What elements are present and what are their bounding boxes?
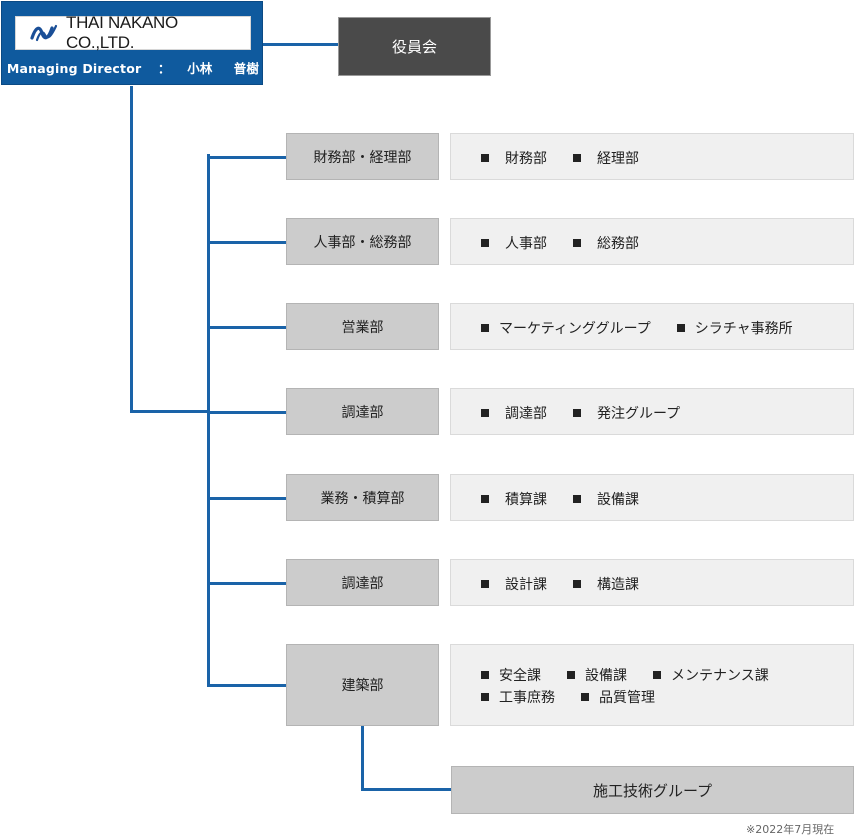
connector-branch: [207, 684, 286, 687]
sub-unit-item: 財務部: [481, 148, 547, 168]
sub-unit-item: 総務部: [573, 233, 639, 253]
board-label: 役員会: [391, 38, 437, 56]
sub-unit-panel: 安全課 設備課 メンテナンス課工事庶務 品質管理: [450, 644, 854, 726]
connector-branch: [207, 497, 286, 500]
connector-company-trunk: [130, 410, 210, 413]
bullet-square-icon: [481, 324, 489, 332]
sub-unit-label: 積算課: [505, 492, 547, 508]
sub-unit-label: メンテナンス課: [671, 668, 769, 684]
sub-unit-item: 設備課: [573, 489, 639, 509]
sub-unit-item: 調達部: [481, 403, 547, 423]
director-title: Managing Director: [6, 61, 142, 76]
bullet-square-icon: [676, 324, 685, 332]
department-box: 財務部・経理部: [286, 133, 439, 180]
board-of-directors-box: 役員会: [338, 17, 491, 76]
department-box: 調達部: [286, 388, 439, 435]
sub-unit-label: 設備課: [597, 492, 639, 508]
bullet-square-icon: [481, 154, 489, 162]
sub-unit-item: メンテナンス課: [653, 665, 769, 685]
department-label: 人事部・総務部: [313, 234, 412, 251]
connector-branch: [207, 241, 286, 244]
sub-unit-panel: 財務部 経理部: [450, 133, 854, 180]
sub-unit-label: 品質管理: [599, 690, 655, 706]
sub-unit-item: 積算課: [481, 489, 547, 509]
sub-unit-item: 発注グループ: [573, 403, 680, 423]
sub-unit-label: 発注グループ: [597, 406, 681, 422]
sub-unit-label: 構造課: [597, 577, 639, 593]
sub-unit-panel: 積算課 設備課: [450, 474, 854, 521]
bullet-square-icon: [573, 239, 581, 247]
bullet-square-icon: [581, 693, 589, 701]
sub-unit-panel: マーケティンググループ シラチャ事務所: [450, 303, 854, 350]
managing-director-line: Managing Director ： 小林 普樹: [2, 58, 264, 77]
director-given-name: 普樹: [233, 61, 260, 76]
bullet-square-icon: [481, 239, 489, 247]
sub-unit-item: シラチャ事務所: [676, 318, 793, 338]
director-separator: ：: [157, 61, 171, 76]
department-box: 営業部: [286, 303, 439, 350]
department-box: 業務・積算部: [286, 474, 439, 521]
bullet-square-icon: [481, 409, 489, 417]
bullet-square-icon: [573, 580, 581, 588]
department-box: 調達部: [286, 559, 439, 606]
sub-unit-item: 構造課: [573, 574, 639, 594]
company-name: THAI NAKANO CO.,LTD.: [66, 13, 178, 52]
bullet-square-icon: [573, 409, 581, 417]
department-box: 建築部: [286, 644, 439, 726]
bullet-square-icon: [481, 671, 489, 679]
sub-unit-label: 設計課: [505, 577, 547, 593]
sub-unit-item: 設計課: [481, 574, 547, 594]
sub-unit-item: 工事庶務: [481, 687, 555, 707]
sub-unit-label: 安全課: [499, 668, 541, 684]
sub-unit-label: 人事部: [505, 236, 547, 252]
company-card: THAI NAKANO CO.,LTD. Managing Director ：…: [1, 1, 263, 85]
sub-unit-item: 安全課: [481, 665, 541, 685]
company-logo: THAI NAKANO CO.,LTD.: [15, 13, 251, 52]
director-family-name: 小林: [187, 61, 213, 76]
bullet-square-icon: [481, 580, 489, 588]
construction-technology-group-box: 施工技術グループ: [451, 766, 854, 814]
sub-unit-label: 設備課: [585, 668, 627, 684]
department-label: 財務部・経理部: [313, 149, 412, 166]
sub-unit-item: 経理部: [573, 148, 639, 168]
connector-construction-group: [361, 788, 451, 791]
sub-unit-label: 経理部: [597, 151, 639, 167]
sub-unit-panel: 設計課 構造課: [450, 559, 854, 606]
bullet-square-icon: [481, 495, 489, 503]
bullet-square-icon: [653, 671, 661, 679]
connector-company-board: [263, 43, 338, 46]
sub-unit-panel: 調達部 発注グループ: [450, 388, 854, 435]
department-label: 調達部: [341, 575, 384, 592]
sub-unit-label: シラチャ事務所: [694, 321, 793, 337]
sub-unit-item: 人事部: [481, 233, 547, 253]
bullet-square-icon: [567, 671, 575, 679]
department-label: 業務・積算部: [320, 490, 405, 507]
sub-unit-item: 設備課: [567, 665, 627, 685]
sub-unit-label: 工事庶務: [499, 690, 555, 706]
bullet-square-icon: [573, 495, 581, 503]
connector-branch: [207, 411, 286, 414]
bullet-square-icon: [481, 693, 489, 701]
connector-branch: [207, 326, 286, 329]
bullet-square-icon: [573, 154, 581, 162]
connector-company-down: [130, 86, 133, 413]
sub-unit-panel: 人事部 総務部: [450, 218, 854, 265]
footnote-date: ※2022年7月現在: [746, 823, 835, 836]
connector-branch: [207, 156, 286, 159]
sub-unit-label: マーケティンググループ: [499, 321, 651, 337]
department-label: 建築部: [341, 678, 384, 694]
connector-construction-down: [361, 726, 364, 791]
sub-unit-label: 財務部: [505, 151, 547, 167]
sub-unit-label: 総務部: [597, 236, 639, 252]
connector-branch: [207, 582, 286, 585]
sub-unit-item: マーケティンググループ: [481, 318, 651, 338]
department-box: 人事部・総務部: [286, 218, 439, 265]
nakano-wave-logo-icon: [30, 24, 58, 42]
department-label: 営業部: [341, 319, 384, 336]
sub-unit-label: 調達部: [505, 406, 547, 422]
sub-unit-item: 品質管理: [581, 687, 655, 707]
construction-group-label: 施工技術グループ: [592, 781, 713, 800]
department-label: 調達部: [341, 404, 384, 421]
connector-trunk: [207, 154, 210, 687]
